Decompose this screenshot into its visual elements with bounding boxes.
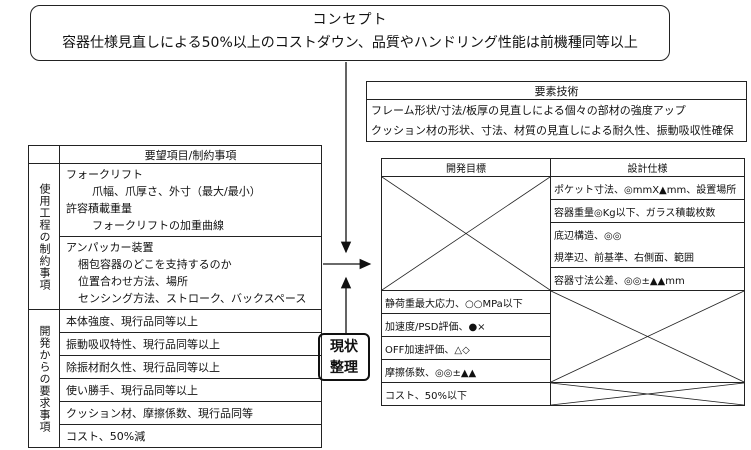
goal-row: 静荷重最大応力、○○MPa以下 <box>381 290 551 314</box>
element-tech-header: 要素技術 <box>366 81 747 100</box>
spec-empty-cell <box>550 290 745 383</box>
element-tech-item: クッション材の形状、寸法、材質の見直しによる耐久性、振動吸収性確保 <box>366 120 747 142</box>
element-tech-item: フレーム形状/寸法/板厚の見直しによる個々の部材の強度アップ <box>366 99 747 120</box>
requirement-item: 使い勝手、現行品同等以上 <box>59 378 322 402</box>
goal-row: コスト、50%以下 <box>381 382 551 406</box>
unpacker-cell: アンパッカー装置 梱包容器のどこを支持するのか 位置合わせ方法、場所 センシング… <box>59 236 322 310</box>
requirement-item: 除振材耐久性、現行品同等以上 <box>59 355 322 379</box>
requirements-corner <box>28 145 60 164</box>
spec-row: 底辺構造、◎◎ <box>550 222 745 245</box>
requirement-item: 本体強度、現行品同等以上 <box>59 309 322 333</box>
spec-row: ポケット寸法、◎mmX▲mm、設置場所 <box>550 176 745 200</box>
requirements-table: 要望項目/制約事項 使用工程の制約事項 フォークリフト 爪幅、爪厚さ、外寸（最大… <box>28 145 322 448</box>
spec-row: 容器寸法公差、◎◎±▲▲mm <box>550 267 745 291</box>
goal-row: 摩擦係数、◎◎±▲▲ <box>381 359 551 383</box>
requirement-item: 振動吸収特性、現行品同等以上 <box>59 332 322 356</box>
forklift-cell: フォークリフト 爪幅、爪厚さ、外寸（最大/最小） 許容積載重量 フォークリフトの… <box>59 163 322 237</box>
requirement-item: コスト、50%減 <box>59 424 322 448</box>
goal-empty-cell <box>381 176 551 291</box>
requirement-item: クッション材、摩擦係数、現行品同等 <box>59 401 322 425</box>
group-label-process: 使用工程の制約事項 <box>28 163 60 310</box>
concept-box: コンセプト 容器仕様見直しによる50%以上のコストダウン、品質やハンドリング性能… <box>30 5 670 61</box>
goals-spec-table: 開発目標 設計仕様 ポケット寸法、◎mmX▲mm、設置場所 容器重量◎Kg以下、… <box>381 158 745 406</box>
concept-text: 容器仕様見直しによる50%以上のコストダウン、品質やハンドリング性能は前機種同等… <box>62 35 638 51</box>
spec-row: 規準辺、前基準、右側面、範囲 <box>550 245 745 268</box>
element-tech-table: 要素技術 フレーム形状/寸法/板厚の見直しによる個々の部材の強度アップ クッショ… <box>366 81 747 142</box>
current-status-line1: 現状 <box>330 339 358 355</box>
group-label-development: 開発からの要求事項 <box>28 309 60 448</box>
goal-row: 加速度/PSD評価、●× <box>381 313 551 337</box>
goal-row: OFF加速評価、△◇ <box>381 336 551 360</box>
current-status-line2: 整理 <box>330 360 358 376</box>
spec-empty-cell-small <box>550 382 745 406</box>
goal-header: 開発目標 <box>381 158 551 177</box>
concept-title: コンセプト <box>312 12 388 28</box>
current-status-box: 現状 整理 <box>318 333 370 381</box>
spec-row: 容器重量◎Kg以下、ガラス積載枚数 <box>550 199 745 223</box>
spec-header: 設計仕様 <box>550 158 745 177</box>
requirements-header: 要望項目/制約事項 <box>59 145 322 164</box>
